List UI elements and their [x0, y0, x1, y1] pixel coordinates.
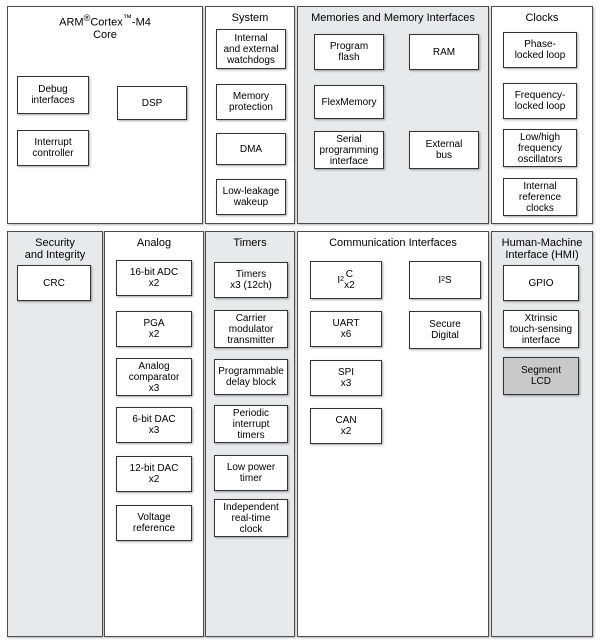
block-core-dsp: DSP — [117, 86, 187, 120]
panel-title-system: System — [231, 12, 269, 24]
panel-title-memories: Memories and Memory Interfaces — [311, 12, 475, 24]
block-clocks-phase--locked-loop: Phase-locked loop — [503, 32, 577, 68]
block-security-crc: CRC — [17, 265, 91, 301]
block-memories-flexmemory: FlexMemory — [314, 85, 384, 119]
panel-title-analog: Analog — [136, 237, 172, 249]
block-memories-ram: RAM — [409, 34, 479, 70]
block-clocks-frequency--locked-loop: Frequency-locked loop — [503, 83, 577, 119]
panel-title-communication: Communication Interfaces — [329, 237, 457, 249]
block-hmi-gpio: GPIO — [503, 265, 579, 301]
block-system-dma: DMA — [216, 133, 286, 165]
panel-title-clocks: Clocks — [525, 12, 559, 24]
panel-title-timers: Timers — [233, 237, 267, 249]
